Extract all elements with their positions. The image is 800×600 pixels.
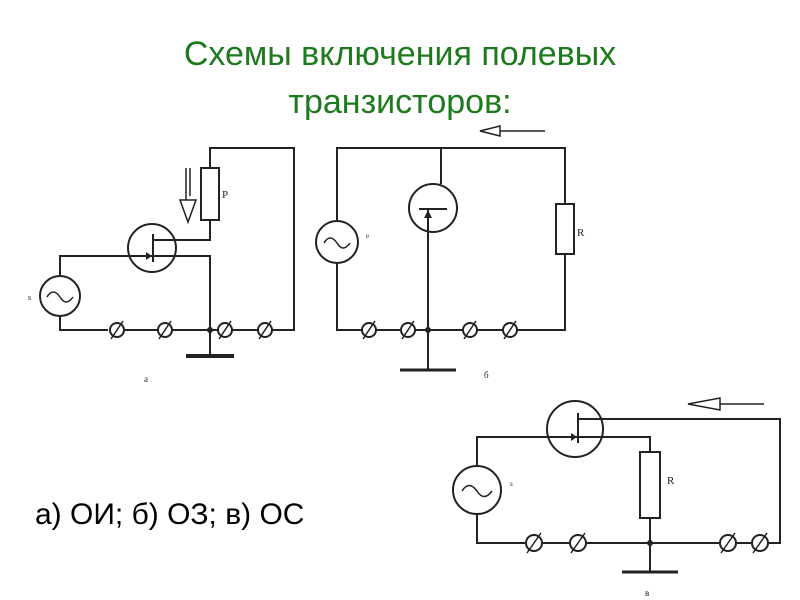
circuit-b: e R б	[315, 125, 585, 380]
transistor-a	[127, 223, 177, 273]
sine-icon-c	[461, 484, 493, 498]
wire-b-right	[517, 254, 566, 331]
sine-icon-b	[323, 237, 351, 249]
wire-c-right-loop	[598, 418, 781, 544]
wire-a-drain	[153, 220, 211, 241]
wire-b-top-right	[441, 147, 566, 204]
resistor-c	[639, 451, 661, 519]
resistor-label-a: Р	[222, 189, 228, 201]
circuit-caption: а) ОИ; б) ОЗ; в) ОС	[35, 498, 305, 531]
resistor-label-c: R	[667, 475, 675, 487]
wire-b-top-left	[336, 147, 442, 221]
circuit-a: s Р а	[28, 147, 295, 384]
wire-a-gate	[59, 255, 128, 276]
title-line-1: Схемы включения полевых	[183, 35, 617, 73]
resistor-a	[200, 167, 220, 221]
sine-icon-a	[46, 291, 74, 303]
wire-a-source	[153, 255, 211, 330]
wire-c-source	[578, 436, 651, 452]
wire-c-gate	[476, 436, 548, 466]
wire-b-bottom-left	[336, 263, 362, 331]
terminals-c	[525, 532, 769, 554]
page-title: Схемы включения полевых транзисторов:	[0, 30, 800, 126]
wire-c-bottom-left	[476, 514, 525, 544]
diagram-label-c: в	[645, 588, 649, 598]
resistor-label-b: R	[577, 227, 585, 239]
source-label-b: e	[366, 232, 369, 240]
transistor-b	[408, 183, 458, 233]
transistor-c	[546, 400, 604, 458]
circuit-c: s R в	[452, 397, 781, 598]
resistor-b	[555, 203, 575, 255]
source-label-c: s	[510, 480, 513, 488]
wire-a-right-loop	[209, 147, 295, 331]
source-label-a: s	[28, 293, 31, 302]
diagram-label-a: а	[144, 374, 148, 384]
terminals-b	[361, 320, 518, 340]
terminals-a	[109, 320, 273, 340]
wire-a-bottom-left	[59, 316, 108, 331]
title-line-2: транзисторов:	[288, 83, 512, 121]
diagram-label-b: б	[484, 370, 489, 380]
